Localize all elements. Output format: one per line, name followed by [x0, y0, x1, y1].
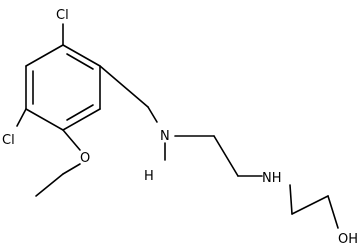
- bond-n2-ch2: [289, 184, 293, 215]
- benzene-ring: [25, 44, 101, 131]
- bond-ch2-ch2-oh: [291, 195, 329, 215]
- bond-ch2-ch2: [213, 135, 239, 177]
- bond-oxygen-ethyl: [62, 163, 81, 175]
- atom-cl-top: Cl: [56, 8, 69, 23]
- ring-double-bond: [66, 53, 94, 70]
- ring-bond: [25, 108, 64, 131]
- atom-cl-left: Cl: [2, 133, 15, 148]
- atom-nitrogen-2: NH: [262, 171, 282, 186]
- bond-ethyl: [35, 173, 64, 197]
- ring-bond: [62, 44, 101, 67]
- atom-hydroxyl: OH: [338, 232, 358, 247]
- atom-nitrogen-1: N: [160, 129, 170, 144]
- bond-ring-oxygen: [62, 129, 81, 151]
- ring-bond: [62, 108, 101, 131]
- ring-bond: [25, 44, 64, 67]
- ring-double-bond: [66, 104, 94, 121]
- bond-ch2-n1: [147, 106, 158, 123]
- substituent-bonds: [16, 23, 339, 229]
- atom-oxygen-ether: O: [80, 151, 90, 166]
- bond-ring-cl-left: [16, 108, 27, 127]
- bond-ch2-oh: [327, 195, 339, 229]
- atom-hydrogen-1: H: [144, 169, 154, 184]
- bond-ring-ch2: [99, 65, 149, 108]
